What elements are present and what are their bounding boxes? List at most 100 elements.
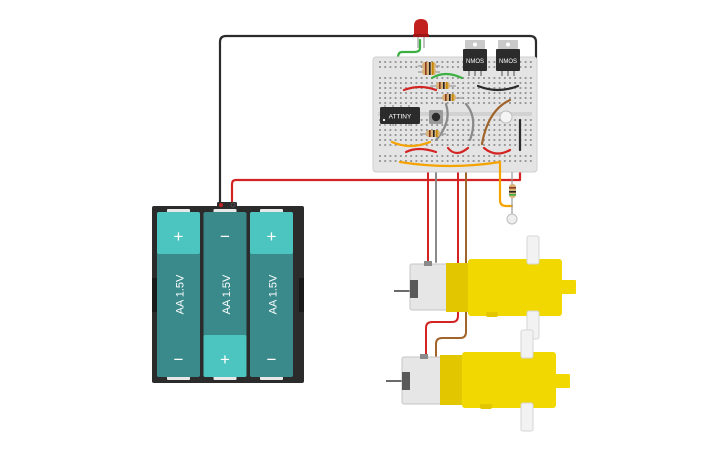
breadboard-hole: [399, 77, 402, 79]
breadboard-hole: [519, 102, 522, 104]
breadboard-hole: [431, 139, 433, 141]
nmos-transistor-2[interactable]: NMOS: [496, 40, 520, 76]
led-green-wire[interactable]: [396, 38, 422, 70]
photoresistor-onboard[interactable]: [499, 110, 513, 124]
breadboard-hole: [399, 97, 402, 99]
breadboard-hole: [379, 160, 381, 162]
jumper-grey-1[interactable]: [434, 102, 449, 142]
battery-pack[interactable]: +−AA 1.5V−+AA 1.5V+−AA 1.5V: [152, 202, 304, 383]
breadboard-hole: [384, 144, 387, 146]
breadboard-hole: [529, 77, 532, 79]
breadboard-hole: [477, 87, 480, 89]
light-sensor[interactable]: [506, 172, 518, 225]
ground-wire[interactable]: [218, 34, 538, 210]
breadboard-hole: [493, 124, 496, 126]
breadboard-hole: [451, 92, 454, 94]
breadboard-hole: [509, 144, 511, 146]
breadboard-hole: [498, 92, 501, 94]
gear-motor-1[interactable]: [394, 235, 576, 340]
battery-bottom-terminal-label: −: [174, 350, 184, 369]
breadboard-hole: [415, 124, 418, 126]
breadboard-hole: [493, 119, 496, 121]
resistor-4[interactable]: [436, 94, 462, 101]
resistor-3[interactable]: [430, 82, 456, 89]
breadboard-hole: [467, 139, 470, 141]
breadboard-hole: [394, 61, 397, 63]
breadboard-hole: [462, 102, 465, 104]
breadboard-hole: [529, 144, 532, 146]
jumper-grey-2[interactable]: [464, 102, 475, 142]
resistor-5[interactable]: [420, 130, 446, 137]
resistor-1[interactable]: [418, 62, 440, 69]
jumper-green[interactable]: [430, 72, 464, 80]
gear-motor-2[interactable]: [386, 329, 570, 432]
red-led[interactable]: [413, 19, 429, 48]
breadboard-hole: [472, 144, 475, 146]
nmos-transistor-1[interactable]: NMOS: [463, 40, 487, 76]
breadboard-hole: [410, 92, 413, 94]
breadboard-hole: [446, 66, 449, 68]
breadboard-hole: [514, 97, 517, 99]
breadboard-hole: [519, 155, 522, 157]
breadboard-hole: [436, 66, 439, 68]
breadboard-hole: [394, 129, 397, 131]
breadboard-hole: [477, 124, 480, 126]
breadboard-hole: [405, 102, 407, 104]
breadboard-hole: [467, 87, 470, 89]
breadboard-hole: [405, 77, 407, 79]
push-button[interactable]: [429, 110, 443, 124]
breadboard-hole: [493, 139, 496, 141]
breadboard-hole: [441, 102, 444, 104]
breadboard-hole: [524, 155, 527, 157]
breadboard-hole: [493, 102, 496, 104]
breadboard-hole: [436, 124, 439, 126]
breadboard-hole: [498, 155, 501, 157]
jumper-brown[interactable]: [480, 98, 512, 146]
breadboard-hole: [405, 97, 407, 99]
breadboard-hole: [389, 144, 392, 146]
breadboard-hole: [425, 129, 428, 131]
breadboard-hole: [405, 66, 407, 68]
jumper-red-3[interactable]: [482, 146, 512, 155]
breadboard-hole: [431, 144, 433, 146]
jumper-red-top[interactable]: [402, 85, 438, 92]
breadboard-hole: [514, 129, 517, 131]
breadboard-hole: [399, 139, 402, 141]
battery-bottom-terminal-label: −: [267, 350, 277, 369]
attiny-chip[interactable]: ATTINY: [380, 105, 420, 126]
power-wire[interactable]: [230, 166, 522, 210]
breadboard-hole: [519, 66, 522, 68]
breadboard-hole: [410, 61, 413, 63]
jumper-red-mid[interactable]: [404, 147, 438, 154]
battery-cell-3: +−AA 1.5V: [250, 209, 293, 380]
breadboard-hole: [379, 129, 381, 131]
jumper-black-top[interactable]: [476, 84, 520, 92]
breadboard-hole: [425, 82, 428, 84]
breadboard-hole: [503, 155, 506, 157]
breadboard-hole: [524, 82, 527, 84]
breadboard-hole: [399, 82, 402, 84]
breadboard-hole: [503, 92, 506, 94]
motor2-brown-wire[interactable]: [435, 159, 467, 361]
breadboard-hole: [483, 92, 485, 94]
jumper-orange-1[interactable]: [390, 140, 432, 148]
breadboard-hole: [415, 102, 418, 104]
breadboard-hole: [493, 92, 496, 94]
jumper-orange-long[interactable]: [398, 160, 514, 208]
motor2-red-wire[interactable]: [425, 159, 459, 361]
breadboard-hole: [451, 134, 454, 136]
jumper-red-2[interactable]: [446, 146, 470, 155]
breadboard-hole: [519, 92, 522, 94]
breadboard-hole: [524, 139, 527, 141]
breadboard-hole: [446, 144, 449, 146]
breadboard-hole: [514, 155, 517, 157]
breadboard-hole: [451, 77, 454, 79]
breadboard-hole: [472, 77, 475, 79]
breadboard-hole: [477, 77, 480, 79]
resistor-2[interactable]: [418, 68, 440, 75]
breadboard-hole: [529, 139, 532, 141]
breadboard-hole: [379, 92, 381, 94]
breadboard-hole: [441, 160, 444, 162]
breadboard-hole: [394, 66, 397, 68]
breadboard-hole: [498, 77, 501, 79]
